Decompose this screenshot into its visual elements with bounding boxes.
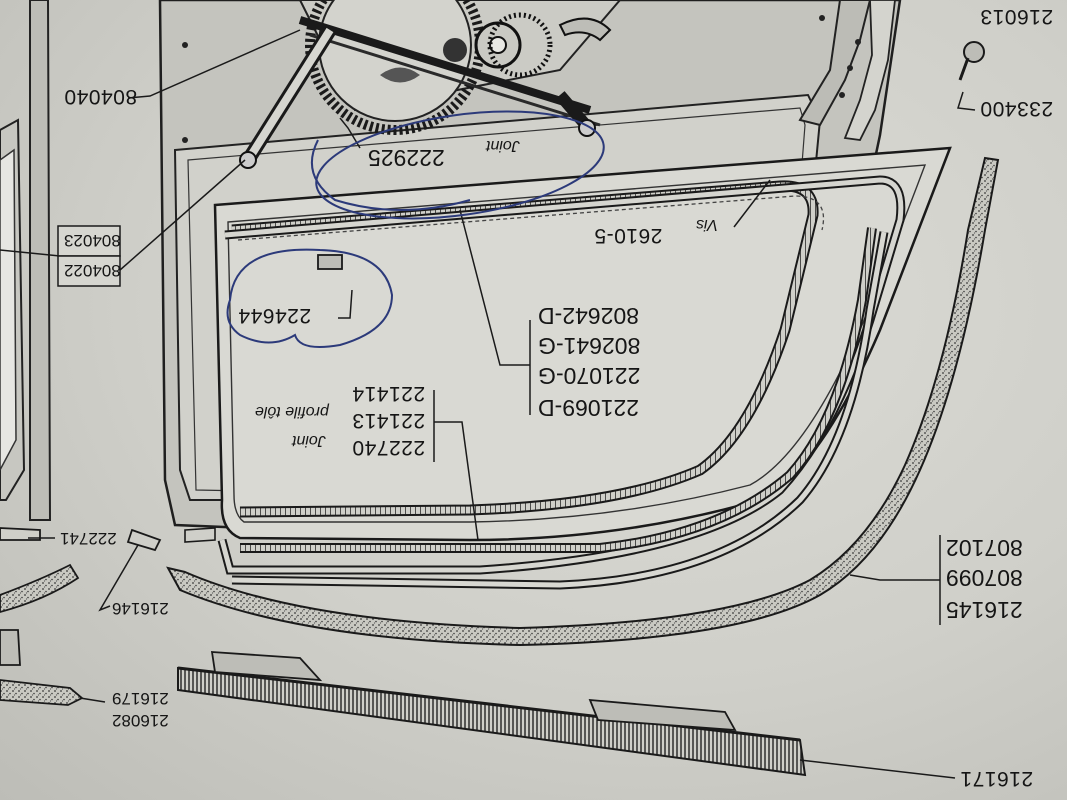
label-222925: 222925 <box>368 145 445 171</box>
label-221413: 221413 <box>352 409 426 432</box>
label-802642-D: 802642-D <box>538 303 640 329</box>
label-216179: 216179 <box>112 689 169 708</box>
label-216013: 216013 <box>980 5 1054 28</box>
label-807099: 807099 <box>946 565 1023 591</box>
label-804022: 804022 <box>64 261 121 280</box>
label-221069-D: 221069-D <box>538 395 640 421</box>
label-2610-5: 2610-5 <box>594 224 663 247</box>
label-joint: Joint <box>486 137 520 154</box>
small-parts-left <box>0 527 216 706</box>
sill-weatherstrip <box>177 651 807 777</box>
window-regulator <box>239 0 622 169</box>
label-joint-2: Joint <box>292 432 326 449</box>
label-804023: 804023 <box>64 231 121 250</box>
label-216145: 216145 <box>946 597 1023 623</box>
label-224644: 224644 <box>238 304 312 327</box>
label-222740: 222740 <box>352 436 426 459</box>
label-221414: 221414 <box>352 382 426 405</box>
box-804022 <box>57 255 121 287</box>
label-216171: 216171 <box>960 767 1034 790</box>
label-807102: 807102 <box>946 535 1023 561</box>
label-profile-tole: profile tôle <box>255 403 329 420</box>
left-door-frame <box>0 0 52 521</box>
leader-lines <box>0 29 976 779</box>
label-221070-G: 221070-G <box>538 363 641 389</box>
label-233400: 233400 <box>980 97 1054 120</box>
screw-part <box>317 41 985 270</box>
label-216146: 216146 <box>112 599 169 618</box>
outer-door-seals <box>166 156 1000 647</box>
label-222741: 222741 <box>60 529 117 548</box>
label-vis: Vis <box>696 216 718 233</box>
label-802641-G: 802641-G <box>538 333 641 359</box>
label-216082: 216082 <box>112 711 169 730</box>
pen-annotations <box>226 110 605 348</box>
label-804040: 804040 <box>64 85 138 108</box>
